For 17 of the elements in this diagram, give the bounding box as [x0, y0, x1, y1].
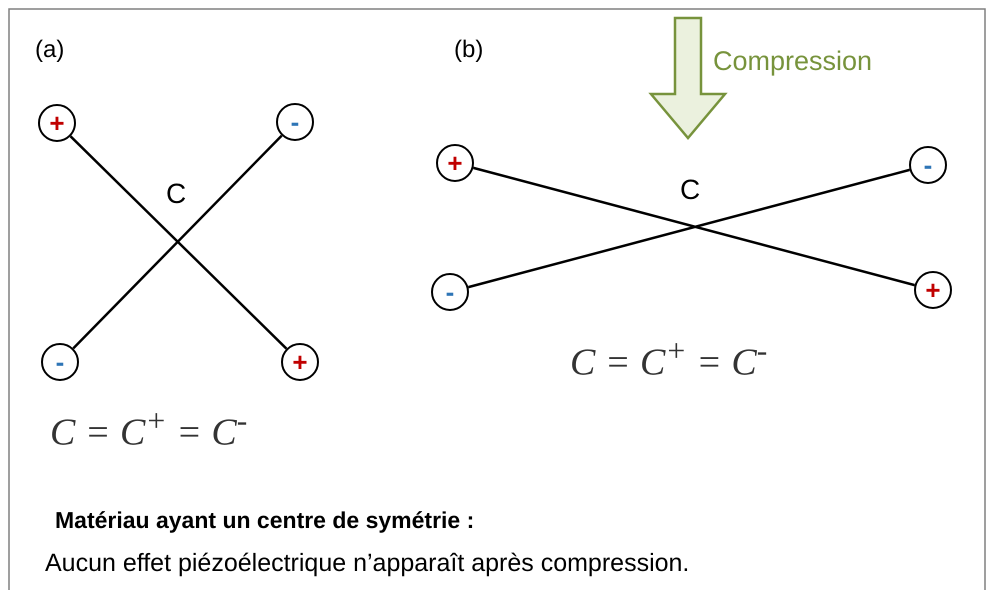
panel-label: (b)	[454, 36, 484, 64]
charge-circle: -	[41, 343, 79, 381]
heading-text: Matériau ayant un centre de symétrie :	[55, 507, 474, 534]
charge-circle: -	[276, 103, 314, 141]
force-label: Compression	[713, 46, 872, 78]
charge-circle: +	[38, 104, 76, 142]
charge-circle: -	[431, 273, 469, 311]
equation: C = C$^{+}$ = C$^{-}$	[50, 403, 248, 456]
description-text: Aucun effet piézoélectrique n’apparaît après compression.	[45, 549, 690, 578]
charge-circle: +	[914, 271, 952, 309]
panel-label: (a)	[35, 36, 64, 64]
center-label: C	[680, 174, 700, 206]
charge-circle: +	[281, 343, 319, 381]
equation: C = C$^{+}$ = C$^{-}$	[570, 333, 768, 386]
center-label: C	[166, 178, 186, 210]
charge-circle: -	[909, 146, 947, 184]
charge-circle: +	[436, 144, 474, 182]
